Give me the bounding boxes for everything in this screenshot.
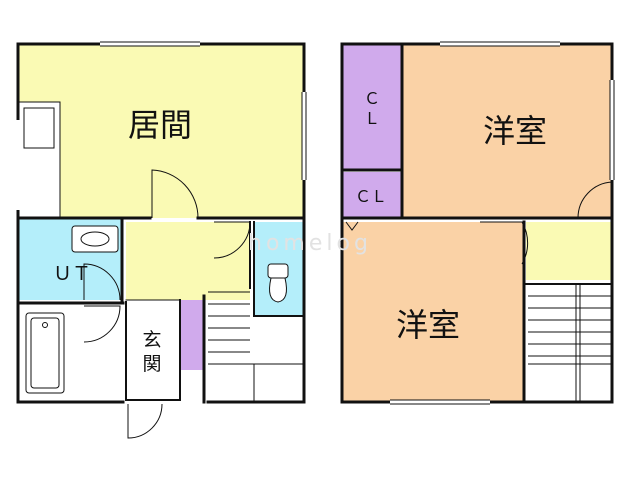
stairs-1f: [208, 291, 304, 402]
window-lines-2f: [390, 41, 615, 405]
western-room-lower-area: [342, 222, 524, 402]
label-living: 居間: [128, 106, 192, 144]
bathtub-inner: [30, 317, 60, 389]
label-western-upper: 洋室: [483, 112, 547, 150]
hall-area: [126, 222, 250, 300]
washbasin-bowl: [80, 231, 110, 247]
label-western-lower: 洋室: [396, 306, 460, 344]
living-room-area: [18, 44, 304, 218]
bath-drain: [42, 322, 48, 328]
western-room-upper-area: [402, 44, 612, 218]
closet-lower: [342, 172, 402, 218]
floor-1: [16, 41, 307, 439]
toilet-tank: [267, 263, 289, 279]
kitchen-sink: [23, 107, 55, 149]
windows-2f: [390, 42, 614, 404]
door-swings-1f: [83, 169, 251, 439]
entrance-closet: [180, 300, 204, 370]
label-cl-upper-2: Ｌ: [364, 109, 380, 128]
floor-2: [340, 41, 615, 405]
watermark: homelog: [248, 231, 372, 256]
door-swings-2f: [345, 181, 613, 265]
toilet-bowl: [269, 277, 287, 303]
windows-1f: [16, 42, 306, 210]
hall-2f-area: [526, 222, 612, 280]
label-cl-lower: ＣＬ: [355, 187, 387, 206]
label-entrance-1: 玄: [142, 329, 161, 351]
stairs-2f: [528, 284, 612, 402]
label-ut: ＵＴ: [53, 263, 91, 285]
closet-upper: [342, 44, 402, 170]
label-entrance-2: 関: [142, 353, 161, 375]
label-cl-upper-1: Ｃ: [364, 89, 380, 108]
window-lines-1f: [100, 41, 307, 180]
